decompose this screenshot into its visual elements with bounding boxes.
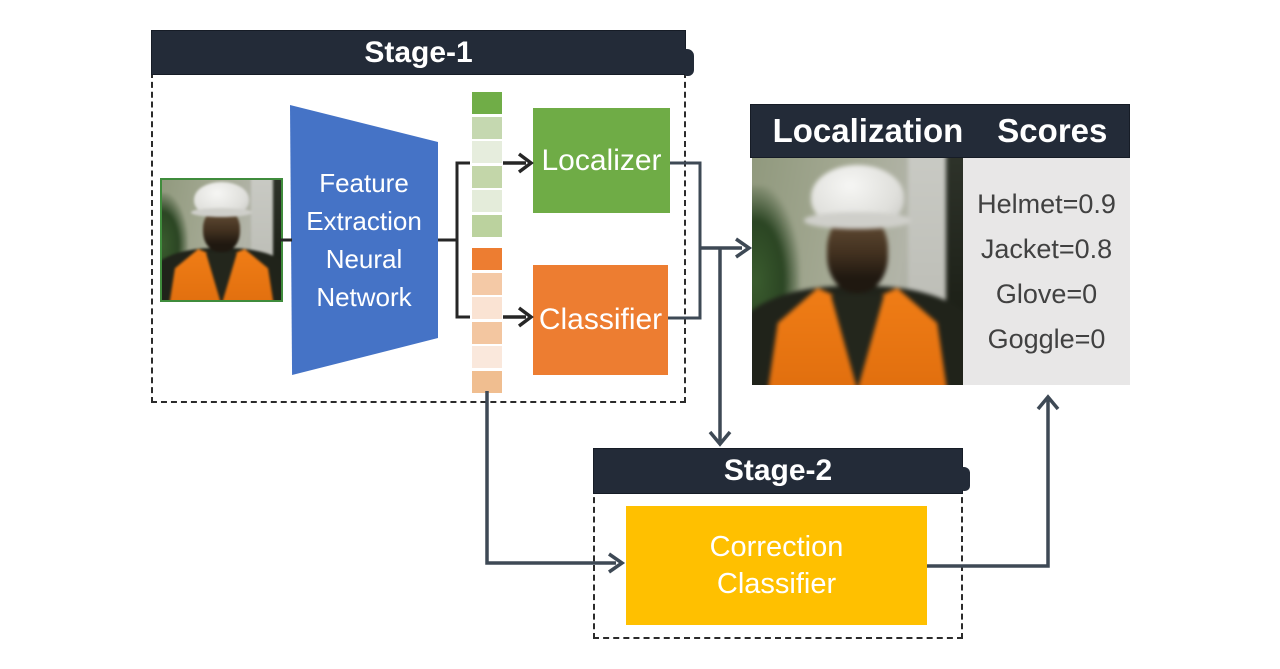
helmet-brim <box>804 212 911 229</box>
dark-door-strip <box>273 180 281 300</box>
score-helmet: Helmet=0.9 <box>977 188 1116 219</box>
helmet-brim <box>190 207 253 217</box>
stage1-header: Stage-1 <box>151 30 686 75</box>
scores-title-word-1: Localization <box>772 112 964 149</box>
cropped-text-fragment <box>685 49 694 76</box>
localizer-label: Localizer <box>541 143 662 177</box>
feature-vector-green-column <box>472 92 502 237</box>
feature-square <box>472 190 502 212</box>
scores-title-word-2: Scores <box>997 112 1108 149</box>
input-worker-image <box>160 178 283 302</box>
correction-classifier-label: Correction Classifier <box>709 530 844 600</box>
classifier-label: Classifier <box>538 303 663 336</box>
arrow-into-scores-image <box>700 237 753 259</box>
localized-worker-image <box>752 158 963 385</box>
stage1-title: Stage-1 <box>364 35 473 69</box>
feature-square <box>472 141 502 163</box>
feature-square <box>472 346 502 368</box>
correction-classifier-box: Correction Classifier <box>626 506 927 625</box>
feature-square <box>472 370 502 393</box>
feature-extraction-block: Feature Extraction Neural Network <box>290 105 438 375</box>
feature-extraction-label: Feature Extraction Neural Network <box>306 168 422 312</box>
worker-scene <box>752 158 963 385</box>
localizer-box: Localizer <box>533 108 670 213</box>
feature-square <box>472 272 502 295</box>
stage2-title: Stage-2 <box>723 454 833 487</box>
stage2-header: Stage-2 <box>593 448 963 494</box>
score-glove: Glove=0 <box>995 278 1098 309</box>
arrow-down-to-stage2 <box>708 248 732 447</box>
feature-square <box>472 92 502 114</box>
feature-square <box>472 165 502 188</box>
cropped-text-fragment <box>962 467 970 491</box>
feature-square <box>472 214 502 237</box>
feature-square <box>472 297 502 319</box>
feature-square <box>472 116 502 139</box>
score-jacket: Jacket=0.8 <box>980 233 1113 264</box>
classifier-box: Classifier <box>533 265 668 375</box>
feature-square <box>472 321 502 344</box>
feature-vector-orange-column <box>472 248 502 393</box>
score-goggle: Goggle=0 <box>987 323 1106 354</box>
worker-scene <box>162 180 281 300</box>
localization-scores-header: Localization Scores <box>750 104 1130 158</box>
feature-square <box>472 248 502 270</box>
scores-values-panel: Helmet=0.9 Jacket=0.8 Glove=0 Goggle=0 <box>963 158 1130 385</box>
